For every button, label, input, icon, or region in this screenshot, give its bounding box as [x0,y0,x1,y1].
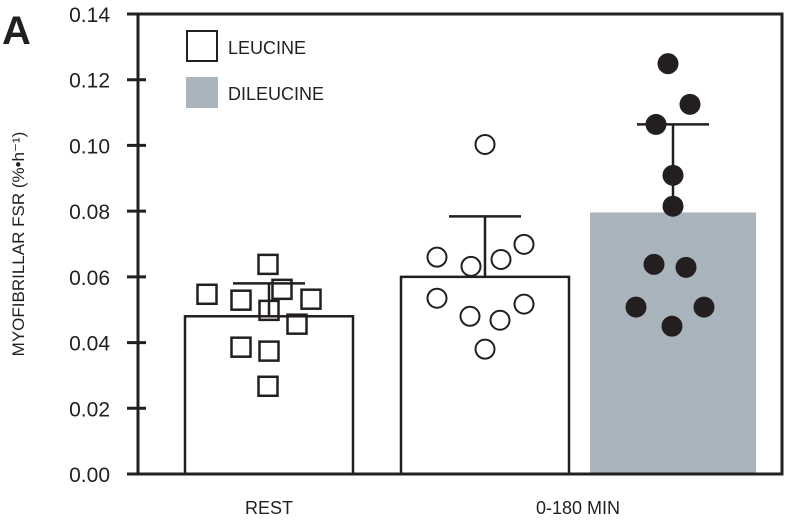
data-point-open-circle [490,248,512,270]
data-point-open-circle [474,338,496,360]
data-point-open-circle [474,133,496,155]
data-point-filled-circle [657,53,679,75]
y-tick-label: 0.08 [69,201,110,224]
data-point-open-circle [513,233,535,255]
y-tick-label: 0.14 [69,4,110,27]
y-tick-label: 0.12 [69,70,110,93]
data-point-filled-circle [679,93,701,115]
data-point-square [257,253,279,276]
legend: LEUCINE DILEUCINE [186,30,324,108]
y-tick-label: 0.04 [69,333,110,356]
legend-swatch-leucine [186,30,218,62]
legend-label-dileucine: DILEUCINE [228,84,324,104]
y-tick-label: 0.02 [69,398,110,421]
panel-label: A [2,9,31,53]
x-tick-label-rest: REST [245,498,293,518]
data-point-filled-circle [693,296,715,318]
legend-swatch-dileucine [186,77,218,108]
y-tick-label: 0.00 [69,464,110,487]
legend-label-leucine: LEUCINE [228,38,306,58]
data-point-filled-circle [662,164,684,186]
data-point-square [257,375,279,398]
data-point-open-circle [489,309,511,331]
data-point-filled-circle [625,296,647,318]
bar [399,275,571,476]
y-tick-label: 0.06 [69,267,110,290]
data-point-square [230,336,252,358]
data-point-filled-circle [662,195,684,217]
bar [590,212,756,474]
data-point-open-circle [426,287,448,309]
data-point-open-circle [426,246,448,268]
data-point-square [230,289,252,311]
data-point-open-circle [460,255,482,277]
data-point-filled-circle [643,253,665,275]
data-point-open-circle [459,305,481,327]
plot-frame [136,12,784,476]
y-axis-label: MYOFIBRILLAR FSR (%•h⁻¹) [9,132,28,357]
data-point-square [196,283,218,306]
data-point-square [271,278,293,301]
data-point-filled-circle [645,113,667,135]
data-point-square [258,299,280,322]
x-tick-label-0-180-min: 0-180 MIN [536,498,620,518]
data-point-square [300,288,322,310]
data-point-square [258,340,280,362]
data-point-open-circle [513,293,535,315]
y-tick-label: 0.10 [69,135,110,158]
data-point-filled-circle [675,256,697,278]
data-point-square [286,313,308,335]
data-point-filled-circle [661,315,683,337]
